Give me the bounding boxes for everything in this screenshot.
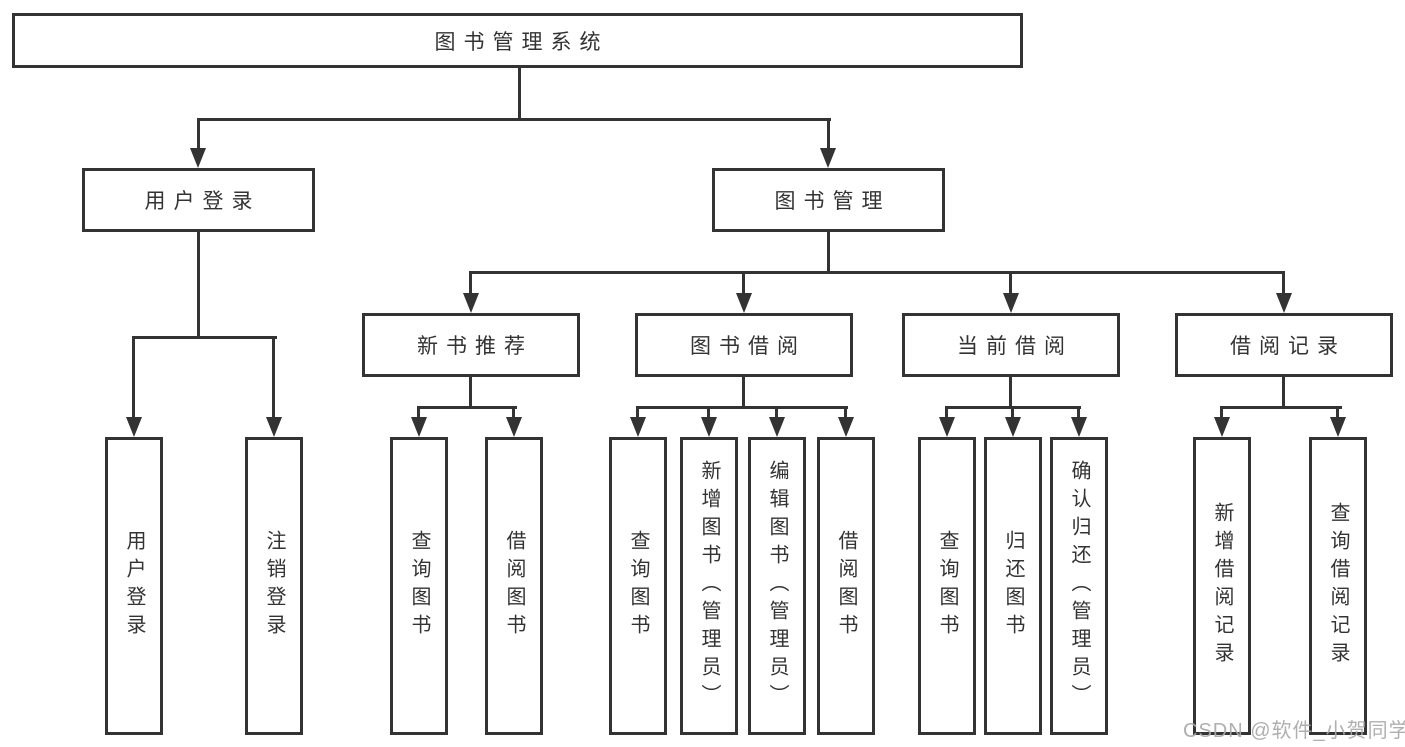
leaf-query-borrow-record: 查询借阅记录: [1309, 437, 1367, 735]
leaf-recommend-borrow-books: 借阅图书: [485, 437, 543, 735]
node-library-management-system: 图书管理系统: [12, 13, 1023, 68]
connector-vertical-line: [707, 406, 710, 419]
connector-vertical-line: [512, 406, 515, 419]
connector-vertical-line: [636, 406, 639, 419]
connector-horizontal-line: [417, 406, 517, 409]
node-borrowing-records: 借阅记录: [1175, 313, 1393, 377]
connector-vertical-line: [1009, 271, 1012, 295]
leaf-label: 归还图书: [1002, 530, 1024, 642]
arrow-down-icon: [190, 148, 206, 168]
node-book-management: 图书管理: [712, 168, 945, 232]
leaf-user-login: 用户登录: [105, 437, 163, 735]
leaf-add-book-admin: 新增图书（管理员）: [680, 437, 738, 735]
leaf-label: 查询图书: [408, 530, 430, 642]
connector-vertical-line: [197, 232, 200, 336]
arrow-down-icon: [1005, 417, 1021, 437]
connector-vertical-line: [1009, 377, 1012, 406]
leaf-recommend-query-books: 查询图书: [390, 437, 448, 735]
leaf-label: 借阅图书: [835, 530, 857, 642]
arrow-down-icon: [266, 417, 282, 437]
connector-vertical-line: [1077, 406, 1080, 419]
arrow-down-icon: [1214, 417, 1230, 437]
arrow-down-icon: [1276, 293, 1292, 313]
leaf-borrowing-query-books: 查询图书: [609, 437, 667, 735]
arrow-down-icon: [736, 293, 752, 313]
connector-vertical-line: [1282, 271, 1285, 295]
leaf-label: 新增借阅记录: [1211, 502, 1233, 670]
node-user-login: 用户登录: [82, 168, 315, 232]
leaf-confirm-return-admin: 确认归还（管理员）: [1050, 437, 1108, 735]
node-label: 当前借阅: [957, 335, 1073, 358]
connector-vertical-line: [197, 118, 200, 150]
leaf-label: 借阅图书: [503, 530, 525, 642]
arrow-down-icon: [769, 417, 785, 437]
leaf-edit-book-admin: 编辑图书（管理员）: [748, 437, 806, 735]
connector-vertical-line: [1336, 406, 1339, 419]
leaf-current-query-books: 查询图书: [918, 437, 976, 735]
node-new-book-recommendation: 新书推荐: [362, 313, 580, 377]
connector-vertical-line: [844, 406, 847, 419]
connector-vertical-line: [1220, 406, 1223, 419]
leaf-logout: 注销登录: [245, 437, 303, 735]
node-label: 用户登录: [144, 190, 261, 213]
leaf-label: 新增图书（管理员）: [698, 460, 720, 712]
leaf-label: 注销登录: [263, 530, 285, 642]
node-current-borrowing: 当前借阅: [902, 313, 1120, 377]
csdn-watermark: CSDN @软件_小贺同学: [1183, 720, 1405, 742]
leaf-label: 用户登录: [123, 530, 145, 642]
leaf-label: 确认归还（管理员）: [1068, 460, 1090, 712]
leaf-return-book: 归还图书: [984, 437, 1042, 735]
arrow-down-icon: [939, 417, 955, 437]
leaf-borrowing-borrow-books: 借阅图书: [817, 437, 875, 735]
node-label: 借阅记录: [1230, 335, 1346, 358]
arrow-down-icon: [630, 417, 646, 437]
connector-vertical-line: [469, 271, 472, 295]
leaf-label: 查询图书: [936, 530, 958, 642]
arrow-down-icon: [820, 148, 836, 168]
arrow-down-icon: [1071, 417, 1087, 437]
node-label: 新书推荐: [417, 335, 533, 358]
arrow-down-icon: [701, 417, 717, 437]
arrow-down-icon: [838, 417, 854, 437]
arrow-down-icon: [463, 293, 479, 313]
connector-horizontal-line: [1220, 406, 1342, 409]
connector-vertical-line: [742, 271, 745, 295]
node-label: 图书管理: [774, 190, 891, 213]
connector-horizontal-line: [469, 271, 1285, 274]
arrow-down-icon: [506, 417, 522, 437]
connector-horizontal-line: [197, 118, 831, 121]
leaf-label: 查询图书: [627, 530, 649, 642]
connector-vertical-line: [742, 377, 745, 406]
leaf-add-borrow-record: 新增借阅记录: [1193, 437, 1251, 735]
connector-horizontal-line: [636, 406, 848, 409]
arrow-down-icon: [1003, 293, 1019, 313]
arrow-down-icon: [1330, 417, 1346, 437]
connector-vertical-line: [827, 118, 830, 150]
leaf-label: 查询借阅记录: [1327, 502, 1349, 670]
connector-vertical-line: [132, 336, 135, 419]
connector-vertical-line: [827, 232, 830, 271]
node-book-borrowing: 图书借阅: [635, 313, 853, 377]
node-label: 图书管理系统: [434, 30, 609, 54]
connector-vertical-line: [469, 377, 472, 406]
arrow-down-icon: [126, 417, 142, 437]
connector-vertical-line: [945, 406, 948, 419]
connector-vertical-line: [1011, 406, 1014, 419]
connector-vertical-line: [775, 406, 778, 419]
connector-horizontal-line: [132, 336, 277, 339]
arrow-down-icon: [411, 417, 427, 437]
node-label: 图书借阅: [690, 335, 806, 358]
connector-vertical-line: [518, 68, 521, 121]
connector-vertical-line: [1282, 377, 1285, 406]
connector-vertical-line: [272, 336, 275, 419]
leaf-label: 编辑图书（管理员）: [766, 460, 788, 712]
connector-vertical-line: [417, 406, 420, 419]
